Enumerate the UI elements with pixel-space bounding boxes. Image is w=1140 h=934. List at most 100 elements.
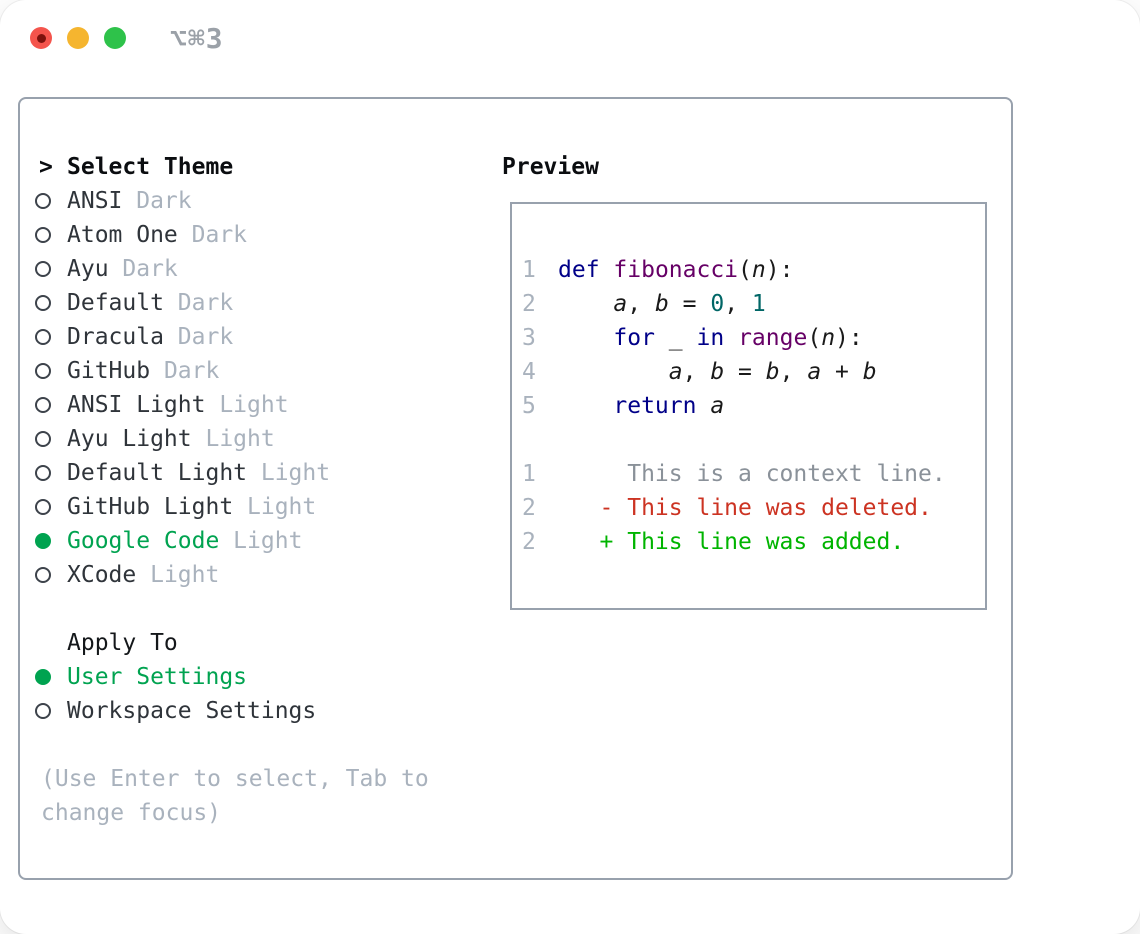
theme-name: Dracula (67, 324, 164, 350)
theme-variant: Light (247, 460, 331, 486)
theme-name: GitHub (67, 358, 151, 384)
diff-line-context: 1 This is a context line. (522, 457, 985, 491)
apply-option-label: User Settings (67, 664, 248, 690)
help-text-line: (Use Enter to select, Tab to (41, 766, 429, 792)
theme-variant: Light (219, 528, 303, 554)
window-title: ⌥⌘3 (170, 21, 224, 55)
theme-name: Ayu (67, 256, 109, 282)
theme-option-default-dark[interactable]: Default Dark (35, 286, 429, 320)
diff-preview: 1 This is a context line.2 - This line w… (522, 457, 985, 559)
line-number: 2 (522, 529, 536, 555)
apply-to-header-row: Apply To (35, 626, 429, 660)
radio-icon (35, 397, 51, 413)
code-line: 3 for _ in range(n): (522, 321, 985, 355)
line-number: 4 (522, 359, 536, 385)
radio-icon (35, 261, 51, 277)
theme-option-ayu-light-light[interactable]: Ayu Light Light (35, 422, 429, 456)
theme-variant: Light (233, 494, 317, 520)
theme-name: Google Code (67, 528, 220, 554)
titlebar: ⌥⌘3 (30, 22, 224, 55)
diff-line-added: 2 + This line was added. (522, 525, 985, 559)
preview-header: Preview (502, 154, 599, 180)
theme-variant: Dark (163, 324, 234, 350)
theme-variant: Dark (122, 188, 192, 214)
code-text: a, b = 0, 1 (613, 291, 766, 317)
code-text: a, b = b, a + b (668, 359, 877, 385)
theme-option-github-dark[interactable]: GitHub Dark (35, 354, 429, 388)
focus-caret-icon: > (39, 154, 53, 180)
code-line: 2 a, b = 0, 1 (522, 287, 985, 321)
apply-option-user-settings[interactable]: User Settings (35, 660, 429, 694)
code-text: return a (613, 393, 725, 419)
theme-option-xcode-light[interactable]: XCode Light (35, 558, 429, 592)
apply-option-label: Workspace Settings (67, 698, 317, 724)
radio-icon (35, 465, 51, 481)
theme-name: ANSI Light (67, 392, 206, 418)
code-line: 4 a, b = b, a + b (522, 355, 985, 389)
radio-icon (35, 227, 51, 243)
line-number: 1 (522, 461, 536, 487)
theme-option-ansi-dark[interactable]: ANSI Dark (35, 184, 429, 218)
code-text: for _ in range(n): (613, 325, 863, 351)
theme-option-ansi-light-light[interactable]: ANSI Light Light (35, 388, 429, 422)
apply-option-workspace-settings[interactable]: Workspace Settings (35, 694, 429, 728)
theme-name: ANSI (67, 188, 123, 214)
help-text: (Use Enter to select, Tab to change focus… (35, 762, 429, 830)
theme-variant: Dark (177, 222, 248, 248)
diff-text: + This line was added. (558, 529, 905, 555)
help-text-line: change focus) (41, 800, 222, 826)
theme-name: Ayu Light (67, 426, 192, 452)
unsaved-changes-dot-icon (36, 33, 46, 43)
line-number: 5 (522, 393, 536, 419)
theme-option-default-light-light[interactable]: Default Light Light (35, 456, 429, 490)
code-line: 1 def fibonacci(n): (522, 253, 985, 287)
theme-option-dracula-dark[interactable]: Dracula Dark (35, 320, 429, 354)
radio-icon (35, 193, 51, 209)
radio-selected-icon (35, 669, 51, 685)
diff-text: This is a context line. (558, 461, 946, 487)
spacer (35, 592, 429, 626)
theme-option-google-code-light[interactable]: Google Code Light (35, 524, 429, 558)
close-button[interactable] (30, 27, 52, 49)
theme-variant: Light (136, 562, 220, 588)
code-text: def fibonacci(n): (558, 257, 794, 283)
code-line: 5 return a (522, 389, 985, 423)
select-theme-header-row: > Select Theme (35, 150, 429, 184)
radio-icon (35, 567, 51, 583)
theme-option-github-light-light[interactable]: GitHub Light Light (35, 490, 429, 524)
spacer (35, 728, 429, 762)
diff-text: - This line was deleted. (558, 495, 932, 521)
theme-variant: Dark (163, 290, 234, 316)
radio-icon (35, 295, 51, 311)
radio-icon (35, 499, 51, 515)
theme-name: Default Light (67, 460, 248, 486)
radio-selected-icon (35, 533, 51, 549)
theme-option-ayu-dark[interactable]: Ayu Dark (35, 252, 429, 286)
apply-to-header: Apply To (67, 630, 178, 656)
theme-option-atom-one-dark[interactable]: Atom One Dark (35, 218, 429, 252)
theme-name: Default (67, 290, 164, 316)
diff-line-deleted: 2 - This line was deleted. (522, 491, 985, 525)
line-number: 1 (522, 257, 536, 283)
radio-icon (35, 703, 51, 719)
theme-variant: Dark (150, 358, 220, 384)
line-number: 2 (522, 495, 536, 521)
radio-icon (35, 363, 51, 379)
theme-variant: Dark (108, 256, 178, 282)
zoom-button[interactable] (104, 27, 126, 49)
radio-icon (35, 431, 51, 447)
radio-icon (35, 329, 51, 345)
theme-variant: Light (205, 392, 289, 418)
spacer (522, 423, 985, 457)
line-number: 2 (522, 291, 536, 317)
theme-variant: Light (191, 426, 275, 452)
theme-name: Atom One (67, 222, 178, 248)
minimize-button[interactable] (67, 27, 89, 49)
